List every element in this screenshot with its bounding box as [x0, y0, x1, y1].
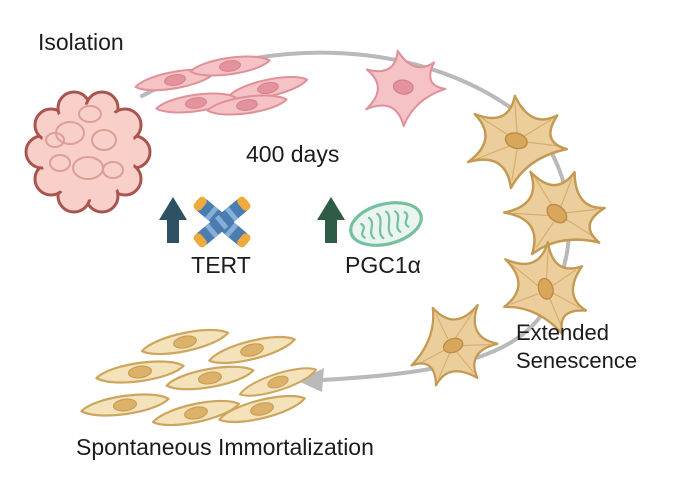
senescent-stellate-cell [457, 85, 578, 201]
days-label: 400 days [246, 141, 339, 167]
spindle-cell [188, 51, 272, 81]
mitochondria-icon [349, 201, 423, 247]
telomere-tip [193, 233, 207, 248]
pgc1a-label: PGC1α [345, 252, 421, 278]
tert-up-arrow-icon [159, 197, 187, 243]
extended-senescence-label-line1: Extended [516, 320, 609, 345]
telomere-tip [237, 233, 251, 248]
telomere-tip [193, 196, 207, 211]
tissue-mass-icon [24, 90, 152, 214]
extended-senescence-label-line2: Senescence [516, 348, 637, 373]
chromosome-icon [193, 196, 251, 248]
pgc1a-up-arrow-icon [317, 197, 345, 243]
spontaneous-immortalization-label: Spontaneous Immortalization [76, 434, 374, 460]
pink-stellate-cell [358, 45, 451, 133]
progression-arrowhead [298, 368, 324, 392]
pink-spindle-cell-cluster [133, 51, 310, 120]
tert-label: TERT [191, 252, 251, 278]
isolation-label: Isolation [38, 29, 124, 55]
spindle-cell [79, 388, 171, 422]
senescent-stellate-cell [394, 290, 508, 399]
immortalized-spindle-cell-cluster [79, 322, 320, 433]
curved-progression-arrow [140, 50, 572, 392]
telomere-tip [237, 196, 251, 211]
progression-arc [140, 50, 572, 382]
